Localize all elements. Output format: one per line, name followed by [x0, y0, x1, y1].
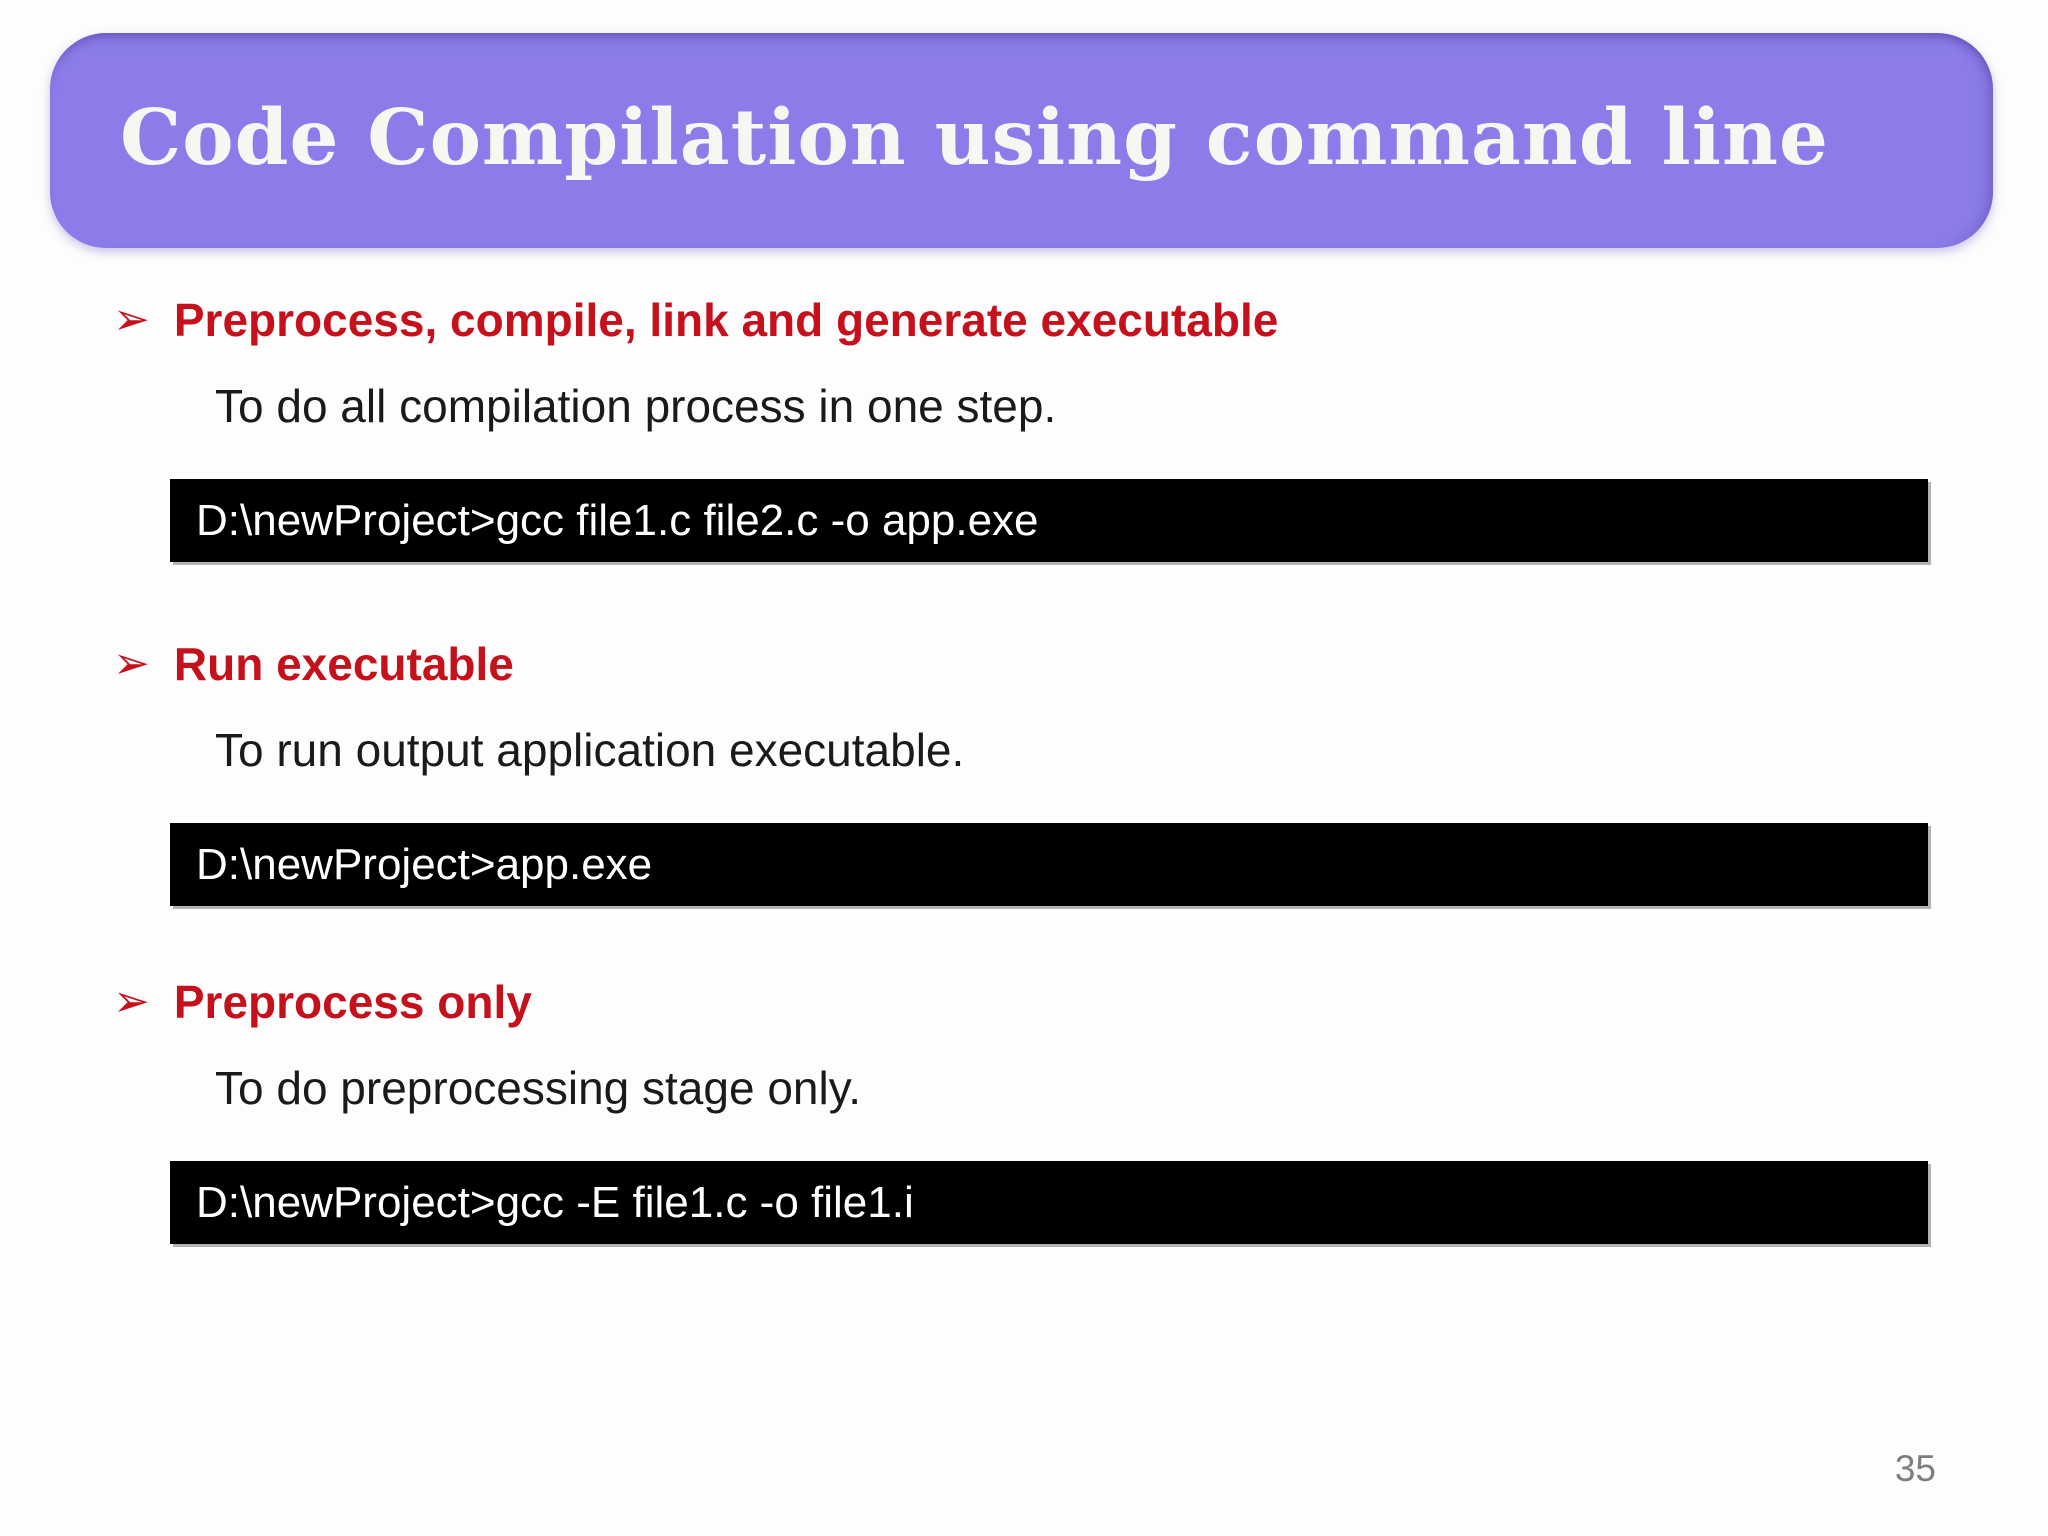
- section-description: To do all compilation process in one ste…: [215, 380, 1057, 432]
- command-text: D:\newProject>gcc file1.c file2.c -o app…: [196, 495, 1039, 545]
- arrow-bullet-icon: ➢: [113, 977, 150, 1026]
- command-text: D:\newProject>app.exe: [196, 839, 653, 889]
- page-number: 35: [1894, 1448, 1936, 1489]
- slide-title: Code Compilation using command line: [120, 92, 1829, 183]
- title-banner: Code Compilation using command line: [50, 33, 1993, 248]
- command-text: D:\newProject>gcc -E file1.c -o file1.i: [196, 1177, 914, 1227]
- section-heading-row: ➢ Preprocess, compile, link and generate…: [113, 293, 1278, 347]
- section-description: To do preprocessing stage only.: [215, 1062, 862, 1114]
- arrow-bullet-icon: ➢: [113, 639, 150, 688]
- section-heading-row: ➢ Preprocess only: [113, 975, 532, 1029]
- command-box: D:\newProject>app.exe: [170, 823, 1928, 906]
- section-description: To run output application executable.: [215, 724, 965, 776]
- section-run-executable: ➢ Run executable To run output applicati…: [0, 637, 2048, 917]
- section-preprocess-only: ➢ Preprocess only To do preprocessing st…: [0, 975, 2048, 1255]
- section-heading: Preprocess, compile, link and generate e…: [173, 294, 1279, 346]
- section-preprocess-compile-link: ➢ Preprocess, compile, link and generate…: [0, 293, 2048, 573]
- arrow-bullet-icon: ➢: [113, 295, 150, 344]
- command-box: D:\newProject>gcc -E file1.c -o file1.i: [170, 1161, 1928, 1244]
- command-box: D:\newProject>gcc file1.c file2.c -o app…: [170, 479, 1928, 562]
- section-heading-row: ➢ Run executable: [113, 637, 514, 691]
- section-heading: Run executable: [173, 638, 514, 690]
- section-heading: Preprocess only: [173, 976, 532, 1028]
